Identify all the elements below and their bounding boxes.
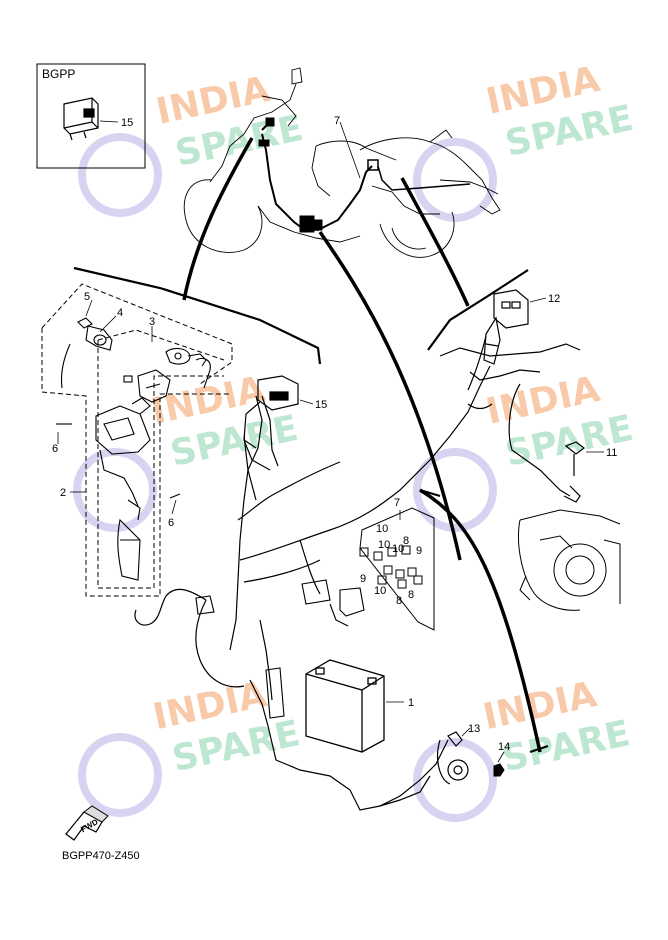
main-switch-assembly: [56, 317, 211, 581]
nut-14: [493, 763, 505, 777]
dashed-subassembly: [41, 283, 233, 597]
callout-14: 14: [498, 741, 510, 753]
watermark-wrench-icon: [73, 448, 157, 532]
callout-6-left: 6: [52, 443, 58, 455]
connector-12: [483, 289, 529, 365]
callout-15-detail: 15: [315, 399, 327, 411]
callout-7-fusebox: 7: [394, 497, 400, 509]
detail-harness: [134, 335, 581, 811]
callout-10-d: 10: [374, 585, 386, 597]
callout-8-b: 8: [396, 595, 402, 607]
fuse-box: [359, 507, 435, 631]
leader-lines-bold: [182, 137, 542, 753]
callout-10-a: 10: [376, 523, 388, 535]
callout-8-a: 8: [403, 535, 409, 547]
watermark-wrench-icon: [78, 133, 162, 217]
diagram-code: BGPP470-Z450: [62, 850, 140, 862]
relay-part-15: [243, 375, 299, 471]
callout-4: 4: [117, 307, 123, 319]
horn-13: [437, 731, 469, 785]
callout-11: 11: [606, 447, 617, 459]
watermark-wrench-icon: [413, 448, 497, 532]
callout-8-c: 8: [408, 589, 414, 601]
callout-10-c: 10: [392, 543, 404, 555]
engine-outline: [518, 509, 621, 611]
callout-12: 12: [548, 293, 560, 305]
watermark-wrench-icon: [78, 733, 162, 817]
scooter-outline: [183, 67, 501, 258]
callout-9-a: 9: [416, 545, 422, 557]
callout-13: 13: [468, 723, 480, 735]
bolt-11: [563, 441, 585, 503]
detail-frame: [73, 266, 549, 754]
callout-9-b: 9: [360, 573, 366, 585]
callout-3: 3: [149, 316, 155, 328]
callout-15-inset: 15: [121, 117, 133, 129]
watermark-wrench-icon: [413, 138, 497, 222]
scooter-harness: [258, 117, 471, 233]
callout-7-top: 7: [334, 115, 340, 127]
inset-box: [36, 63, 146, 169]
watermark-wrench-icon: [413, 738, 497, 822]
callout-2: 2: [60, 487, 66, 499]
battery-1: [305, 659, 385, 753]
fwd-arrow-icon: FWD: [65, 805, 109, 841]
inset-relay-part: [63, 97, 99, 141]
watermark: INDIA SPARE INDIA SPARE INDIA SPARE INDI…: [73, 59, 637, 822]
callout-1: 1: [408, 697, 414, 709]
callout-5: 5: [84, 291, 90, 303]
harness-connectors: [195, 579, 365, 719]
inset-label: BGPP: [42, 67, 76, 81]
fuse-blocks: [359, 545, 423, 589]
callout-10-b: 10: [378, 539, 390, 551]
callout-6-right: 6: [168, 517, 174, 529]
